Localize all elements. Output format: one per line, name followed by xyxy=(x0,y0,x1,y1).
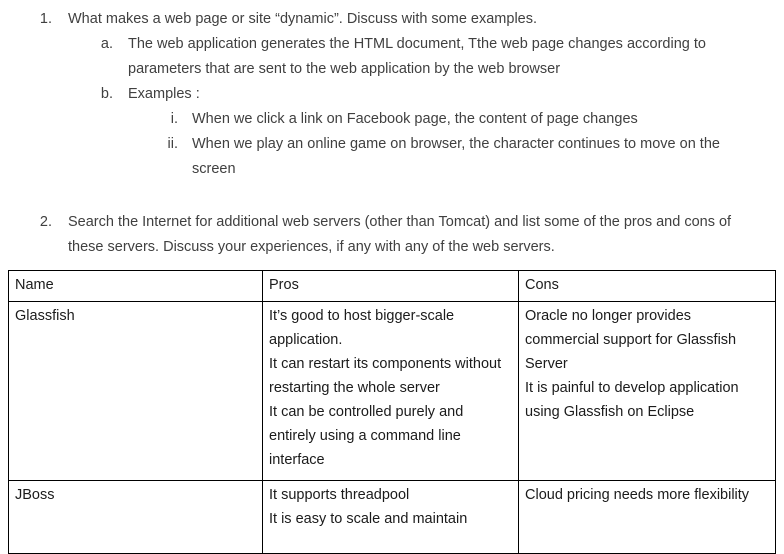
pros-item: It can be controlled purely and entirely… xyxy=(269,404,464,468)
cell-server-name: JBoss xyxy=(8,480,263,554)
list-marker: a. xyxy=(100,36,113,52)
cons-item: Oracle no longer provides commercial sup… xyxy=(525,308,737,372)
pros-item: It’s good to host bigger-scale applicati… xyxy=(269,308,455,348)
numbered-outline: 1. What makes a web page or site “dynami… xyxy=(0,0,784,260)
pros-item: It supports threadpool xyxy=(269,487,410,503)
cell-server-cons: Cloud pricing needs more flexibility xyxy=(518,480,776,554)
list-marker: b. xyxy=(100,86,113,102)
list-marker: i. xyxy=(170,111,178,127)
column-header-name: Name xyxy=(8,270,263,302)
column-header-pros: Pros xyxy=(262,270,519,302)
list-marker: 1. xyxy=(39,11,52,27)
table-row: Glassfish It’s good to host bigger-scale… xyxy=(8,301,776,481)
cell-server-cons: Oracle no longer provides commercial sup… xyxy=(518,301,776,481)
list-item: a. The web application generates the HTM… xyxy=(0,32,784,82)
pros-list: It supports threadpool It is easy to sca… xyxy=(269,483,512,531)
servers-table-container: Name Pros Cons Glassfish It’s good to ho… xyxy=(8,270,776,554)
pros-item: It can restart its components without re… xyxy=(269,356,502,396)
table-header-row: Name Pros Cons xyxy=(8,270,776,302)
cons-item: Cloud pricing needs more flexibility xyxy=(525,487,750,503)
servers-table: Name Pros Cons Glassfish It’s good to ho… xyxy=(8,270,776,554)
list-item: i. When we click a link on Facebook page… xyxy=(0,107,784,132)
cons-list: Cloud pricing needs more flexibility xyxy=(525,483,769,507)
section-spacer xyxy=(0,182,784,210)
table-body: Glassfish It’s good to host bigger-scale… xyxy=(8,301,776,554)
cell-server-pros: It’s good to host bigger-scale applicati… xyxy=(262,301,519,481)
list-item-text: What makes a web page or site “dynamic”.… xyxy=(68,11,538,27)
table-row: JBoss It supports threadpool It is easy … xyxy=(8,480,776,554)
list-item: b. Examples : xyxy=(0,82,784,107)
cons-item: It is painful to develop application usi… xyxy=(525,380,739,420)
column-header-cons: Cons xyxy=(518,270,776,302)
list-item-text: When we click a link on Facebook page, t… xyxy=(192,111,638,127)
list-item-text: The web application generates the HTML d… xyxy=(128,36,706,77)
list-item-text: When we play an online game on browser, … xyxy=(192,136,720,177)
list-item: ii. When we play an online game on brows… xyxy=(0,132,784,182)
list-marker: 2. xyxy=(39,214,52,230)
list-item: 1. What makes a web page or site “dynami… xyxy=(0,7,784,32)
list-marker: ii. xyxy=(167,136,178,152)
list-item-text: Search the Internet for additional web s… xyxy=(68,214,732,255)
list-item: 2. Search the Internet for additional we… xyxy=(0,210,784,260)
cell-server-name: Glassfish xyxy=(8,301,263,481)
pros-list: It’s good to host bigger-scale applicati… xyxy=(269,304,512,472)
table-header: Name Pros Cons xyxy=(8,270,776,302)
cons-list: Oracle no longer provides commercial sup… xyxy=(525,304,769,424)
list-item-text: Examples : xyxy=(128,86,200,102)
pros-item: It is easy to scale and maintain xyxy=(269,511,468,527)
cell-server-pros: It supports threadpool It is easy to sca… xyxy=(262,480,519,554)
